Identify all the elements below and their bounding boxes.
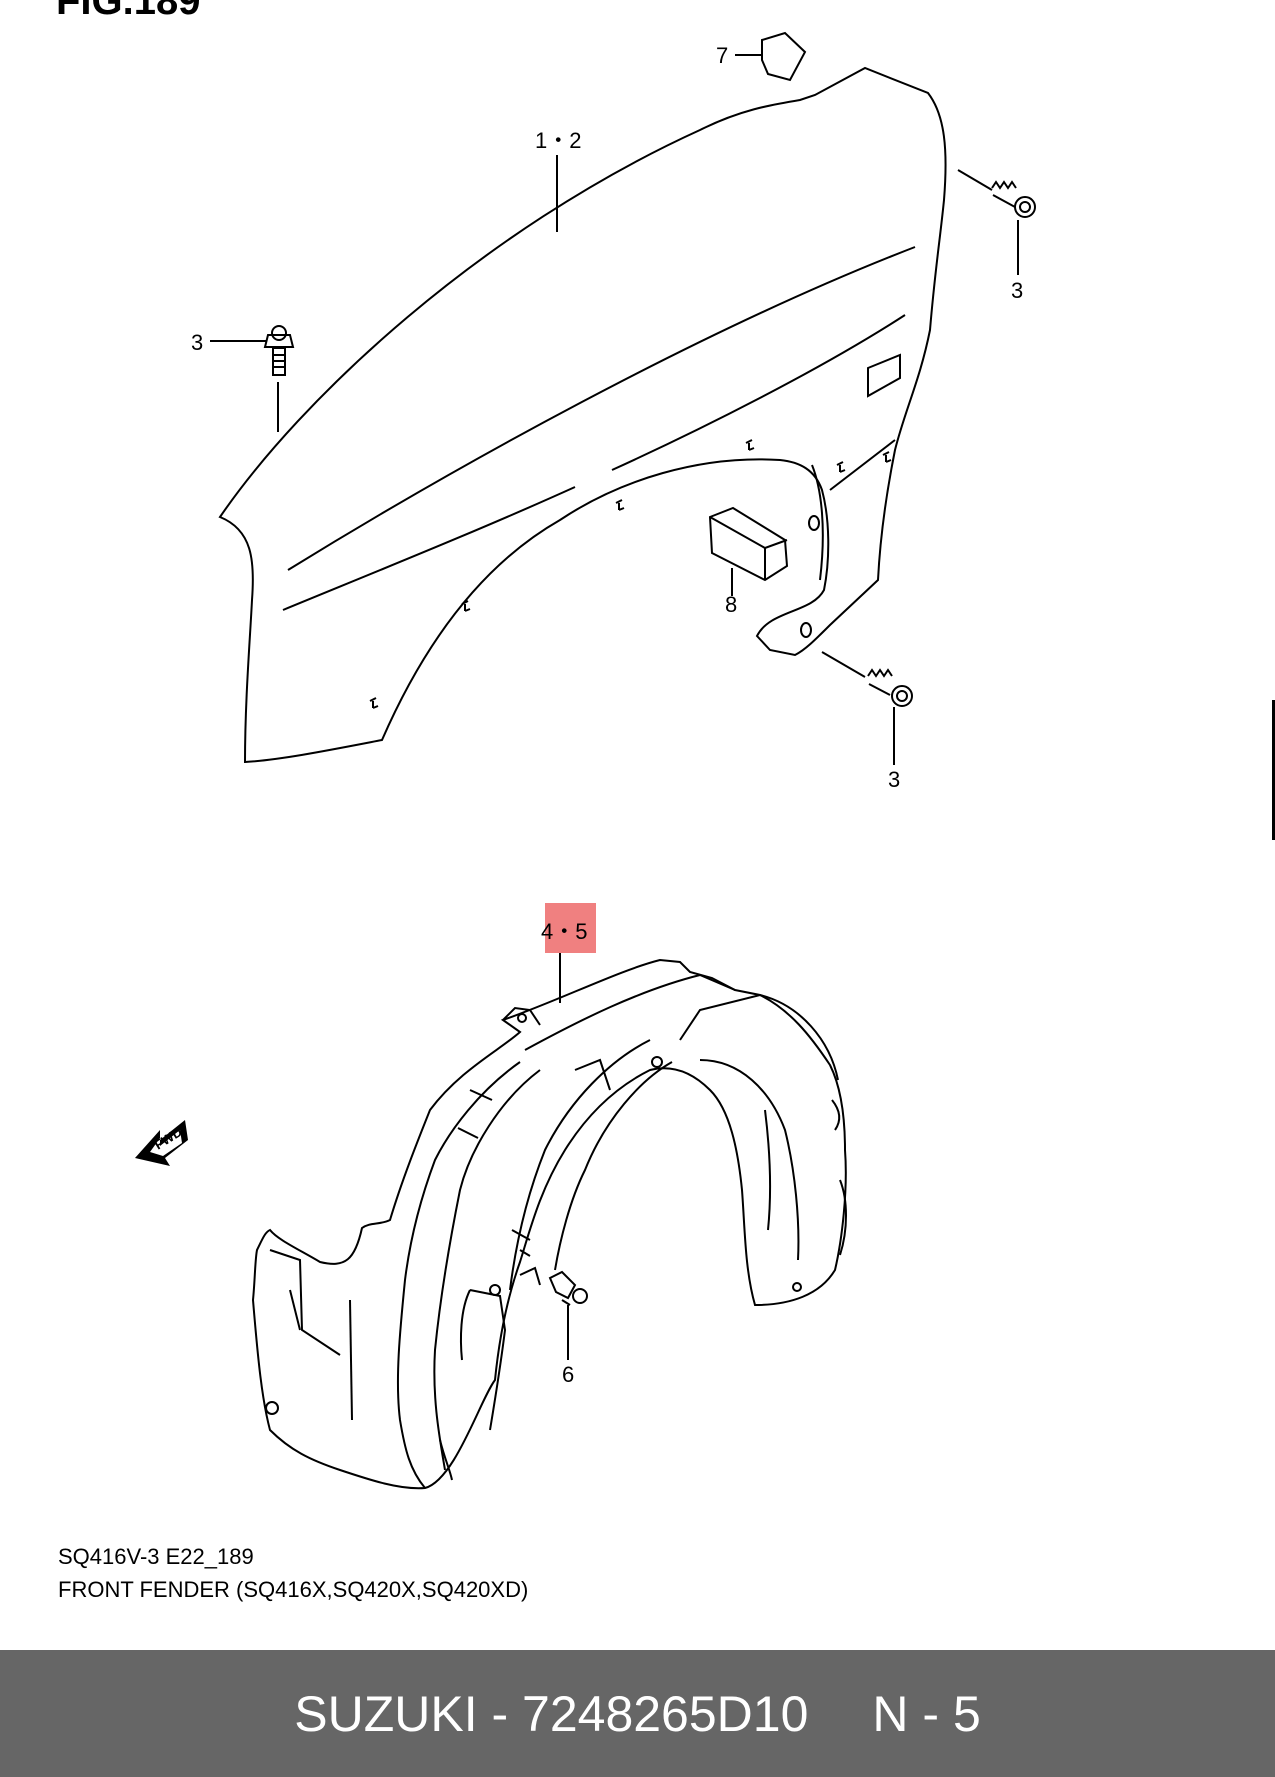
front-fender-part — [218, 66, 947, 764]
footer-bar: SUZUKI - 7248265D10 N - 5 — [0, 1650, 1275, 1777]
callout-fender: 1・2 — [535, 128, 581, 153]
inner-fender-part — [251, 958, 847, 1490]
pad-part-8 — [708, 506, 789, 582]
forward-arrow-icon — [135, 1120, 188, 1166]
callout-inner-fender: 4・5 — [541, 919, 587, 944]
parts-diagram: FIG.189 1・2 7 8 — [56, 0, 1036, 1490]
cover-part-7 — [761, 31, 807, 82]
callout-cover: 7 — [716, 43, 728, 68]
page-edge-mark — [1272, 700, 1275, 840]
callout-clip: 6 — [562, 1362, 574, 1387]
bolt-bottom — [821, 651, 913, 707]
figure-title: FIG.189 — [56, 0, 201, 23]
callout-pad: 8 — [725, 592, 737, 617]
bolt-left — [263, 325, 295, 376]
caption-code: SQ416V-3 E22_189 — [58, 1544, 254, 1569]
caption-description: FRONT FENDER (SQ416X,SQ420X,SQ420XD) — [58, 1577, 529, 1602]
callout-bolt-bottom: 3 — [888, 767, 900, 792]
footer-page: N - 5 — [872, 1685, 981, 1742]
footer-brand-part: SUZUKI - 7248265D10 — [294, 1685, 809, 1742]
callout-bolt-top-right: 3 — [1011, 278, 1023, 303]
clip-part-6 — [548, 1270, 588, 1306]
bolt-top-right — [957, 169, 1036, 218]
callout-bolt-left: 3 — [191, 330, 203, 355]
highlight-inner-fender — [545, 903, 596, 953]
